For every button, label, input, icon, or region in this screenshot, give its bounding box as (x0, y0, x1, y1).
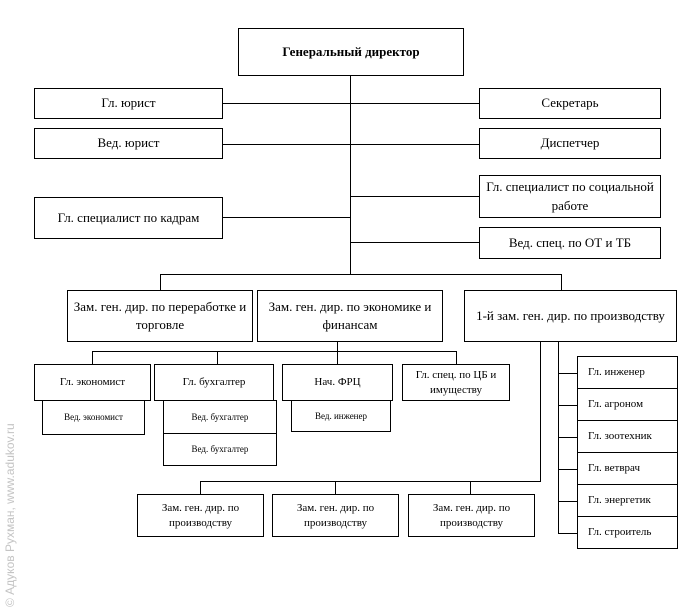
lead-economist-box: Вед. экономист (42, 400, 145, 435)
connector-line (200, 481, 201, 494)
deputy-production-sub-box: Зам. ген. дир. по производству (408, 494, 535, 537)
connector-line (222, 144, 350, 145)
org-chart: Генеральный директор Гл. юрист Вед. юрис… (3, 28, 678, 607)
dispatcher-box: Диспетчер (479, 128, 661, 159)
production-specialist-box: Гл. ветврач (577, 452, 678, 485)
chief-accountant-box: Гл. бухгалтер (154, 364, 274, 401)
hr-specialist-box: Гл. специалист по кадрам (34, 197, 223, 239)
connector-line (561, 274, 562, 291)
connector-line (222, 103, 350, 104)
general-director-box: Генеральный директор (238, 28, 464, 76)
connector-line (558, 533, 577, 534)
connector-line (92, 351, 93, 365)
deputy-production-box: 1-й зам. ген. дир. по производству (464, 290, 677, 342)
connector-line (470, 481, 471, 494)
production-specialist-box: Гл. агроном (577, 388, 678, 421)
deputy-processing-box: Зам. ген. дир. по переработке и торговле (67, 290, 253, 342)
connector-line (200, 481, 541, 482)
chief-economist-box: Гл. экономист (34, 364, 151, 401)
safety-specialist-box: Вед. спец. по ОТ и ТБ (479, 227, 661, 259)
production-specialist-box: Гл. инженер (577, 356, 678, 389)
connector-line (558, 405, 577, 406)
production-specialist-box: Гл. зоотехник (577, 420, 678, 453)
social-specialist-box: Гл. специалист по социальной работе (479, 175, 661, 218)
connector-line (558, 437, 577, 438)
secretary-box: Секретарь (479, 88, 661, 119)
deputy-economics-box: Зам. ген. дир. по экономике и финансам (257, 290, 443, 342)
connector-line (350, 242, 480, 243)
frc-head-box: Нач. ФРЦ (282, 364, 393, 401)
production-specialist-box: Гл. энергетик (577, 484, 678, 517)
connector-line (540, 341, 541, 481)
connector-line (217, 351, 218, 365)
lead-accountant-box: Вед. бухгалтер (163, 433, 277, 466)
chief-lawyer-box: Гл. юрист (34, 88, 223, 119)
connector-line (335, 481, 336, 494)
connector-line (350, 103, 480, 104)
connector-line (350, 196, 480, 197)
securities-specialist-box: Гл. спец. по ЦБ и имуществу (402, 364, 510, 401)
lead-accountant-box: Вед. бухгалтер (163, 400, 277, 434)
production-specialist-box: Гл. строитель (577, 516, 678, 549)
connector-line (160, 274, 562, 275)
deputy-production-sub-box: Зам. ген. дир. по производству (272, 494, 399, 537)
connector-line (337, 341, 338, 365)
connector-line (558, 469, 577, 470)
lead-lawyer-box: Вед. юрист (34, 128, 223, 159)
connector-line (456, 351, 457, 365)
connector-line (350, 75, 351, 275)
connector-line (92, 351, 457, 352)
lead-engineer-box: Вед. инженер (291, 400, 391, 432)
connector-line (222, 217, 350, 218)
connector-line (160, 274, 161, 291)
deputy-production-sub-box: Зам. ген. дир. по производству (137, 494, 264, 537)
connector-line (558, 373, 577, 374)
watermark-text: © Адуков Рухман, www.adukov.ru (3, 423, 17, 607)
connector-line (350, 144, 480, 145)
connector-line (558, 501, 577, 502)
